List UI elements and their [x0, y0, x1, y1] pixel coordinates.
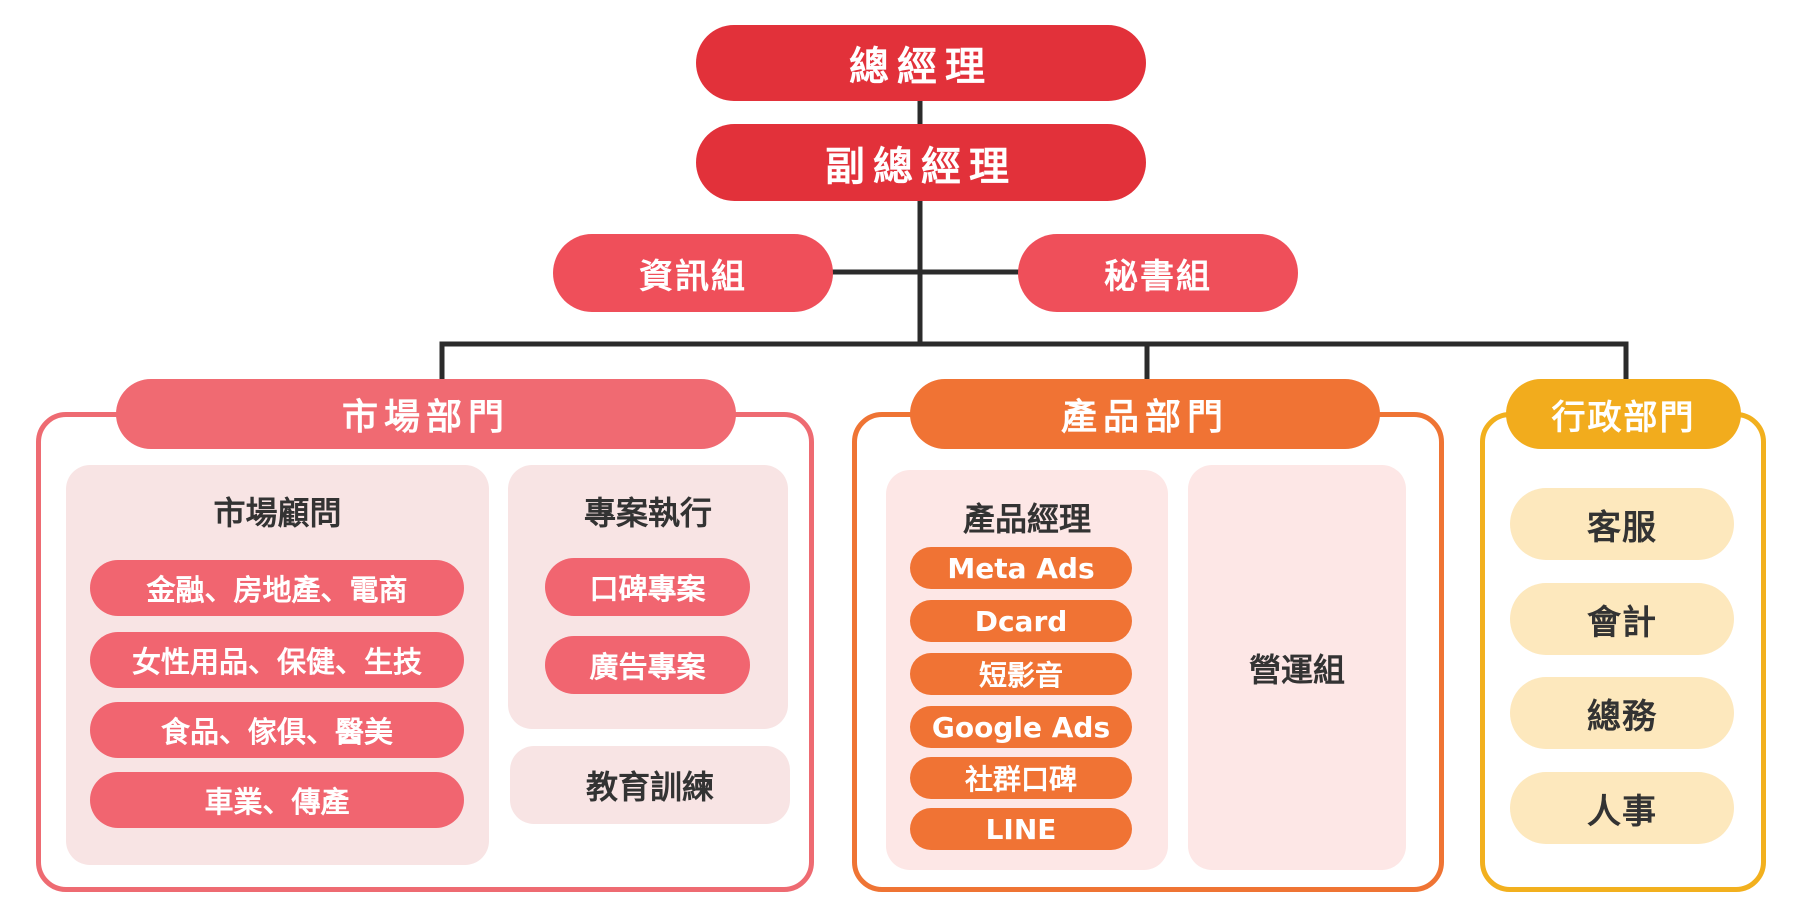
market-consultant-item: 車業、傳產	[90, 772, 464, 828]
market-department-title-label: 市場部門	[341, 397, 510, 438]
product-manager-item: Dcard	[910, 600, 1132, 642]
product-manager-item: 短影音	[910, 653, 1132, 695]
product-manager-item: Meta Ads	[910, 547, 1132, 589]
market-consultant-item: 女性用品、保健、生技	[90, 632, 464, 688]
deputy-general-manager-label: 副總經理	[825, 143, 1017, 190]
project-execution-heading: 專案執行	[583, 494, 712, 532]
product-manager-item: 社群口碑	[910, 757, 1132, 799]
it-group-label: 資訊組	[639, 256, 747, 297]
it-group-node: 資訊組	[553, 234, 833, 312]
education-training-panel: 教育訓練	[510, 746, 790, 824]
product-manager-heading: 產品經理	[962, 500, 1091, 538]
market-consultant-heading: 市場顧問	[213, 494, 342, 532]
market-consultant-item: 金融、房地產、電商	[90, 560, 464, 616]
general-manager-label: 總經理	[849, 44, 993, 90]
admin-item-human-resources: 人事	[1510, 772, 1734, 844]
project-execution-item: 廣告專案	[545, 636, 750, 694]
admin-item-general-affairs: 總務	[1510, 677, 1734, 749]
general-manager-node: 總經理	[696, 25, 1146, 101]
admin-department-title: 行政部門	[1506, 379, 1741, 449]
product-manager-item: Google Ads	[910, 706, 1132, 748]
market-department-title: 市場部門	[116, 379, 736, 449]
product-department-title: 產品部門	[910, 379, 1380, 449]
deputy-general-manager-node: 副總經理	[696, 124, 1146, 201]
project-execution-item: 口碑專案	[545, 558, 750, 616]
product-department-title-label: 產品部門	[1060, 397, 1229, 438]
secretary-group-label: 秘書組	[1104, 256, 1212, 297]
admin-item-accounting: 會計	[1510, 583, 1734, 655]
education-training-label: 教育訓練	[585, 768, 714, 806]
product-manager-item: LINE	[910, 808, 1132, 850]
secretary-group-node: 秘書組	[1018, 234, 1298, 312]
operations-group-panel: 營運組	[1188, 465, 1406, 870]
admin-department-title-label: 行政部門	[1551, 397, 1696, 438]
admin-item-customer-service: 客服	[1510, 488, 1734, 560]
market-consultant-item: 食品、傢俱、醫美	[90, 702, 464, 758]
operations-group-label: 營運組	[1248, 650, 1345, 689]
